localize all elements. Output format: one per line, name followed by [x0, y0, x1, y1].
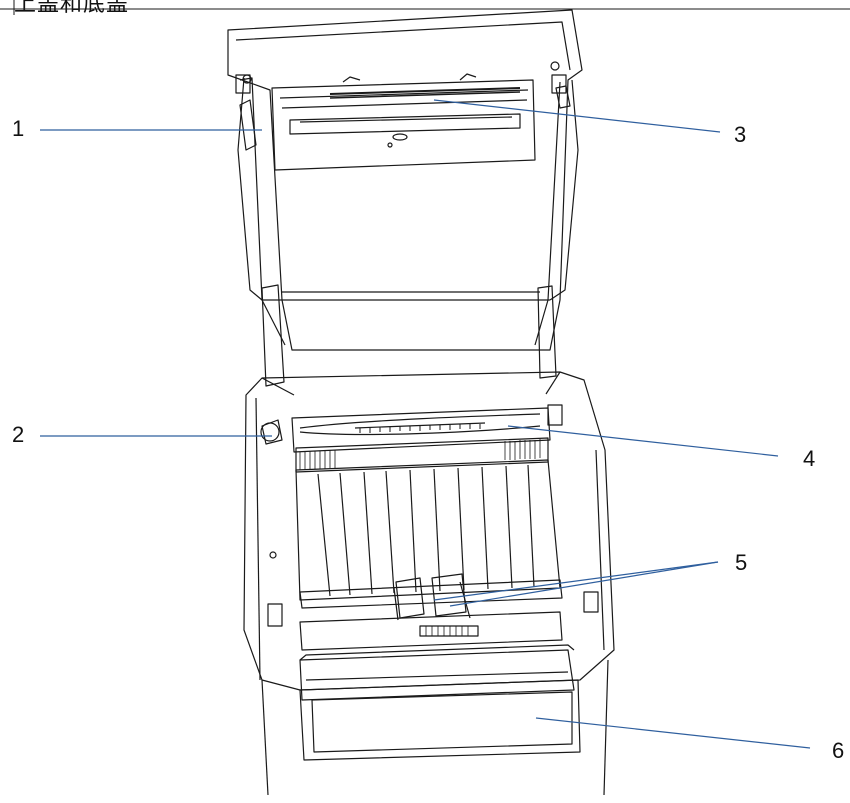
- top-cover: [227, 9, 583, 387]
- callout-lines: [40, 99, 811, 749]
- callout-line-5b: [449, 561, 719, 607]
- printer-body: [243, 371, 615, 796]
- callout-label-5: 5: [735, 550, 748, 575]
- bottom-cover: [299, 644, 581, 761]
- media-guides: [267, 573, 599, 651]
- media-channel: [295, 459, 563, 609]
- label-guide: [260, 404, 563, 473]
- platen-roller-assembly: [271, 73, 536, 171]
- callout-label-3: 3: [734, 122, 747, 147]
- callout-label-6: 6: [832, 738, 845, 763]
- callout-line-6: [535, 717, 811, 749]
- callout-line-5a: [433, 561, 719, 601]
- callout-line-4: [507, 425, 779, 457]
- callout-label-4: 4: [803, 446, 816, 471]
- callout-label-2: 2: [12, 422, 25, 447]
- callout-line-3: [433, 99, 721, 133]
- callout-label-1: 1: [12, 116, 25, 141]
